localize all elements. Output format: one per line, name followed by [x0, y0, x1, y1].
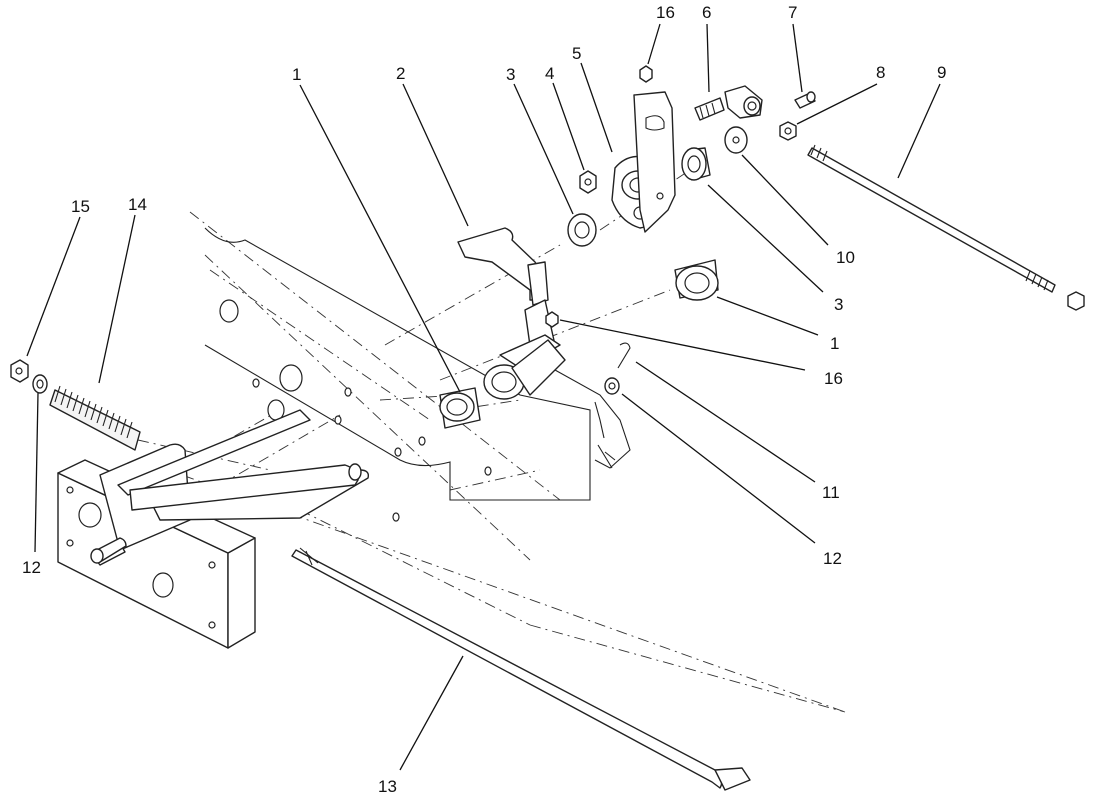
- frame-hole: [394, 447, 402, 457]
- callout-2: 2: [396, 64, 405, 83]
- bushing-part-1-left: [439, 387, 481, 429]
- frame-rail: [204, 227, 591, 522]
- pedal-lever-part-2: [457, 227, 631, 469]
- callout-15: 15: [71, 197, 90, 216]
- callout-7: 7: [788, 3, 797, 22]
- frame-hole: [219, 299, 239, 323]
- frame-hole: [252, 378, 260, 388]
- nut-part-15: [10, 359, 29, 383]
- grease-fitting-part-16-lower: [545, 311, 559, 328]
- callout-1-top: 1: [292, 65, 301, 84]
- callout-16-top: 16: [656, 3, 675, 22]
- callout-13: 13: [378, 777, 397, 796]
- callout-11: 11: [822, 483, 840, 502]
- washer-part-10: [724, 126, 748, 154]
- callout-8: 8: [876, 63, 885, 82]
- bushing-part-1-right: [674, 259, 719, 301]
- callout-labels: 16 6 7 1 2 3 4 5 8 9 15 14 10 3 1 16 11 …: [22, 3, 946, 796]
- callout-3-right: 3: [834, 295, 843, 314]
- frame-hole: [484, 466, 492, 476]
- callout-9: 9: [937, 63, 946, 82]
- frame-hole: [279, 364, 303, 392]
- pivot-pin: [129, 463, 362, 511]
- callout-1-right: 1: [830, 334, 839, 353]
- rod-part-13: [291, 547, 751, 791]
- callout-16-right: 16: [824, 369, 843, 388]
- control-arm-plate: [633, 91, 676, 233]
- frame-hole: [334, 415, 342, 425]
- bolt-part-7: [794, 91, 816, 109]
- washer-part-12-left: [32, 374, 48, 394]
- washer-part-12-right: [604, 377, 620, 395]
- nut-part-8: [779, 121, 797, 141]
- leader-lines: [26, 23, 941, 771]
- callout-12-right: 12: [823, 549, 842, 568]
- callout-4: 4: [545, 64, 554, 83]
- spacer-part-3-right: [681, 147, 711, 181]
- screw-part-6: [694, 97, 725, 121]
- callout-3-top: 3: [506, 65, 515, 84]
- rod-end-clevis: [724, 85, 763, 119]
- callout-14: 14: [128, 195, 147, 214]
- callout-6: 6: [702, 3, 711, 22]
- callout-5: 5: [572, 44, 581, 63]
- nut-part-4: [579, 170, 597, 194]
- grease-fitting-part-16-top: [639, 65, 653, 83]
- cotter-pin-part-11: [617, 342, 631, 369]
- frame-hole: [392, 512, 400, 522]
- spacer-part-3-upper: [567, 213, 597, 247]
- bolt-lower: [90, 537, 127, 564]
- frame-hole: [418, 436, 426, 446]
- pedal-bracket-plate: [57, 409, 370, 649]
- threaded-rod-part-9: [807, 144, 1085, 311]
- spring-part-14: [49, 385, 141, 451]
- callout-12-left: 12: [22, 558, 41, 577]
- callout-10: 10: [836, 248, 855, 267]
- frame-hole: [344, 387, 352, 397]
